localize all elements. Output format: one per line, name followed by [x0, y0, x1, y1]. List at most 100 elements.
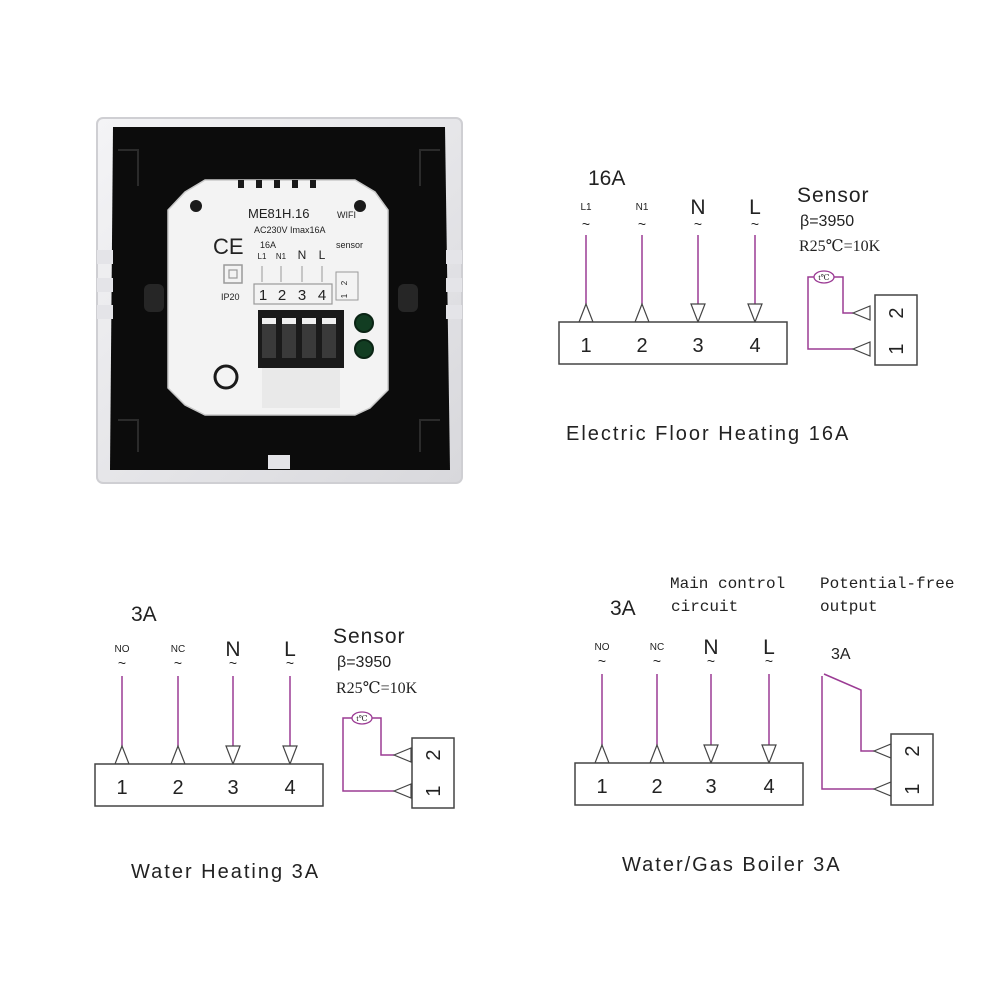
device-terminal-strip: [253, 283, 333, 305]
floor-wire-label: N: [690, 196, 705, 219]
water-wires: NO~NC~N~L~: [114, 638, 298, 766]
floor-wires: L1~N1~N~L~: [578, 196, 763, 324]
floor-wire-label: N1: [636, 202, 649, 213]
device-terminal-number: 1: [259, 287, 267, 304]
main-control-label: Main control: [670, 575, 785, 593]
floor-sensor-circuit: t℃ 2 1: [807, 270, 918, 366]
water-terminal-number: 2: [172, 777, 183, 799]
boiler-wire-arrow: [703, 744, 719, 765]
svg-text:t℃: t℃: [356, 714, 367, 723]
boiler-wire-arrow: [761, 744, 777, 765]
water-terminal-number: 1: [116, 777, 127, 799]
device-terminal-label: N1: [276, 252, 287, 261]
boiler-terminal-block: [574, 762, 804, 806]
boiler-wire-tilde: ~: [598, 653, 606, 669]
water-sensor-resistance: R25℃=10K: [336, 680, 418, 697]
water-terminal-number: 3: [227, 777, 238, 799]
ce-mark: CE: [213, 234, 244, 259]
floor-sensor-beta: β=3950: [800, 213, 854, 230]
floor-wire-arrow: [634, 302, 650, 323]
floor-terminal-number: 1: [580, 335, 591, 357]
boiler-wire-tilde: ~: [765, 653, 773, 669]
boiler-wire-label: N: [703, 636, 718, 659]
water-sensor-block: [411, 737, 455, 809]
boiler-terminal-number: 1: [596, 776, 607, 798]
module-hole: [354, 200, 366, 212]
device-terminal-number: 3: [298, 287, 306, 304]
water-current-label: 3A: [131, 603, 157, 626]
water-wire-arrow: [170, 744, 186, 765]
floor-sensor-resistance: R25℃=10K: [799, 238, 881, 255]
water-wire-arrow: [282, 745, 298, 766]
thermistor-icon: [351, 711, 373, 725]
device-sensor-numbers: 12: [340, 280, 349, 298]
device-sensor-number: 1: [340, 293, 349, 298]
floor-wire-arrow: [690, 303, 706, 324]
boiler-wire-tilde: ~: [653, 653, 661, 669]
floor-sensor-block: [874, 294, 918, 366]
boiler-wires: NO~NC~N~L~: [594, 636, 777, 765]
module-hole: [190, 200, 202, 212]
device-sensor-number: 2: [340, 280, 349, 285]
device-terminal-label: L1: [258, 252, 267, 261]
floor-wire-label: L: [749, 196, 761, 219]
boiler-terminal-number: 4: [763, 776, 774, 798]
screw-terminals: [258, 310, 344, 368]
thermistor-icon: [813, 270, 835, 284]
floor-wire-tilde: ~: [694, 216, 702, 232]
boiler-wire-label: NO: [595, 642, 610, 653]
water-wire-label: NO: [115, 644, 130, 655]
water-terminal-block: [94, 763, 324, 807]
water-wire-arrow: [225, 745, 241, 766]
boiler-output-terminal: 1: [902, 783, 924, 794]
mounting-slot-right: [398, 284, 418, 312]
boiler-output-current: 3A: [831, 646, 851, 663]
boiler-wire-arrow: [594, 743, 610, 764]
device-sensor-block: [335, 271, 359, 301]
boiler-terminal-number: 3: [705, 776, 716, 798]
potential-free-label-2: output: [820, 598, 878, 616]
boiler-terminal-number: 2: [651, 776, 662, 798]
svg-text:t℃: t℃: [818, 273, 829, 282]
boiler-wire-tilde: ~: [707, 653, 715, 669]
boiler-wire-arrow: [649, 743, 665, 764]
device-rating: AC230V Imax16A: [254, 225, 326, 235]
device-terminal-number: 4: [318, 287, 326, 304]
floor-terminal-number: 2: [636, 335, 647, 357]
water-wire-tilde: ~: [174, 655, 182, 671]
water-sensor-terminal: 1: [423, 785, 445, 796]
floor-wire-arrow: [747, 303, 763, 324]
water-wire-tilde: ~: [286, 655, 294, 671]
water-caption: Water Heating 3A: [131, 861, 320, 883]
water-sensor-circuit: t℃ 2 1: [342, 711, 455, 809]
floor-sensor-terminal: 1: [886, 343, 908, 354]
boiler-output-block: [890, 733, 934, 806]
floor-wire-label: L1: [580, 202, 592, 213]
boiler-output-circuit: 2 1: [821, 673, 934, 806]
boiler-caption: Water/Gas Boiler 3A: [622, 854, 842, 876]
floor-terminal-number: 3: [692, 335, 703, 357]
water-sensor-title: Sensor: [333, 625, 406, 648]
double-insulation-icon: [223, 264, 243, 284]
boiler-diagram: Main control circuit Potential-free outp…: [574, 575, 954, 876]
floor-caption: Electric Floor Heating 16A: [566, 423, 850, 445]
device-model: ME81H.16: [248, 206, 309, 221]
water-wire-label: L: [284, 638, 296, 661]
boiler-wire-label: L: [763, 636, 775, 659]
boiler-wire-label: NC: [650, 642, 664, 653]
water-wire-arrow: [114, 744, 130, 765]
panel-ribs: [118, 149, 440, 452]
device-terminal-label: L: [319, 248, 326, 262]
sensor-screw: [354, 339, 374, 359]
device-amp: 16A: [260, 240, 276, 250]
water-wire-tilde: ~: [118, 655, 126, 671]
thermostat-back-photo: ME81H.16 WIFI AC230V Imax16A CE IP20 16A…: [96, 117, 463, 484]
mounting-slot-left: [144, 284, 164, 312]
side-tabs: [97, 250, 462, 469]
